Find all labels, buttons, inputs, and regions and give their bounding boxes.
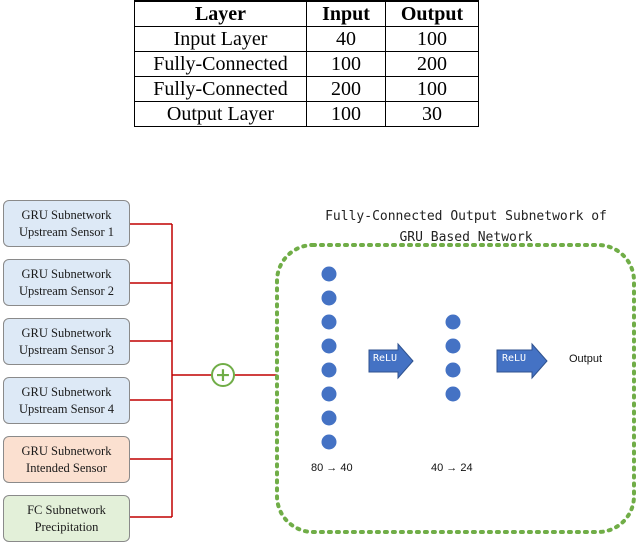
neuron-node [321,362,337,378]
table-cell: 100 [385,76,479,102]
neuron-node [321,338,337,354]
fc-precipitation-box: FC Subnetwork Precipitation [3,495,130,542]
table-cell: Fully-Connected [134,51,307,77]
gru-upstream-sensor-3-box: GRU Subnetwork Upstream Sensor 3 [3,318,130,365]
box-line-2: Precipitation [34,519,99,534]
box-line-1: GRU Subnetwork [21,325,112,340]
table-cell: 30 [385,101,479,127]
gru-intended-sensor-box: GRU Subnetwork Intended Sensor [3,436,130,483]
neuron-node [321,386,337,402]
column-header-input: Input [306,0,386,27]
plus-circle-icon [211,363,235,387]
table-row: Output Layer 100 30 [134,101,479,127]
relu-arrow-icon [368,342,414,380]
box-line-1: GRU Subnetwork [21,266,112,281]
neuron-node [445,314,461,330]
fc-subnetwork-title: Fully-Connected Output Subnetwork of GRU… [296,206,636,248]
box-line-1: FC Subnetwork [27,502,106,517]
neuron-node [321,314,337,330]
fc-title-line-2: GRU Based Network [399,230,533,245]
box-line-2: Upstream Sensor 2 [18,283,115,298]
output-label: Output [569,353,603,365]
table-cell: 100 [385,26,479,52]
layer-2-dims-label: 40 → 24 [431,462,473,474]
table-row: Input Layer 40 100 [134,26,479,52]
gru-upstream-sensor-1-box: GRU Subnetwork Upstream Sensor 1 [3,200,130,247]
box-line-1: GRU Subnetwork [21,207,112,222]
neuron-node [445,338,461,354]
neuron-node [321,434,337,450]
table-cell: Output Layer [134,101,307,127]
node-layer-2 [445,314,461,402]
gru-upstream-sensor-2-box: GRU Subnetwork Upstream Sensor 2 [3,259,130,306]
table-row: Fully-Connected 100 200 [134,51,479,77]
box-line-2: Upstream Sensor 3 [18,342,115,357]
fc-title-line-1: Fully-Connected Output Subnetwork of [325,209,607,224]
box-line-2: Upstream Sensor 1 [18,224,115,239]
table-cell: 40 [306,26,386,52]
connector-lines [130,223,277,518]
neuron-node [445,362,461,378]
neuron-node [321,290,337,306]
neuron-node [321,410,337,426]
box-line-2: Upstream Sensor 4 [18,401,115,416]
table-row: Fully-Connected 200 100 [134,76,479,102]
layer-1-dims-label: 80 → 40 [311,462,353,474]
box-line-1: GRU Subnetwork [21,443,112,458]
relu-label-1: ReLU [373,353,398,364]
table-cell: Fully-Connected [134,76,307,102]
node-layer-1 [321,266,337,450]
box-line-1: GRU Subnetwork [21,384,112,399]
plus-symbol: + [215,364,231,386]
box-line-2: Intended Sensor [26,460,107,475]
gru-upstream-sensor-4-box: GRU Subnetwork Upstream Sensor 4 [3,377,130,424]
table-cell: 100 [306,101,386,127]
relu-arrow-icon [496,342,548,380]
table-cell: 100 [306,51,386,77]
fc-subnetwork-region [275,243,636,534]
neuron-node [321,266,337,282]
layer-table: Layer Input Output Input Layer 40 100 Fu… [134,0,479,127]
neuron-node [445,386,461,402]
column-header-layer: Layer [134,0,307,27]
relu-label-2: ReLU [502,353,527,364]
table-cell: Input Layer [134,26,307,52]
